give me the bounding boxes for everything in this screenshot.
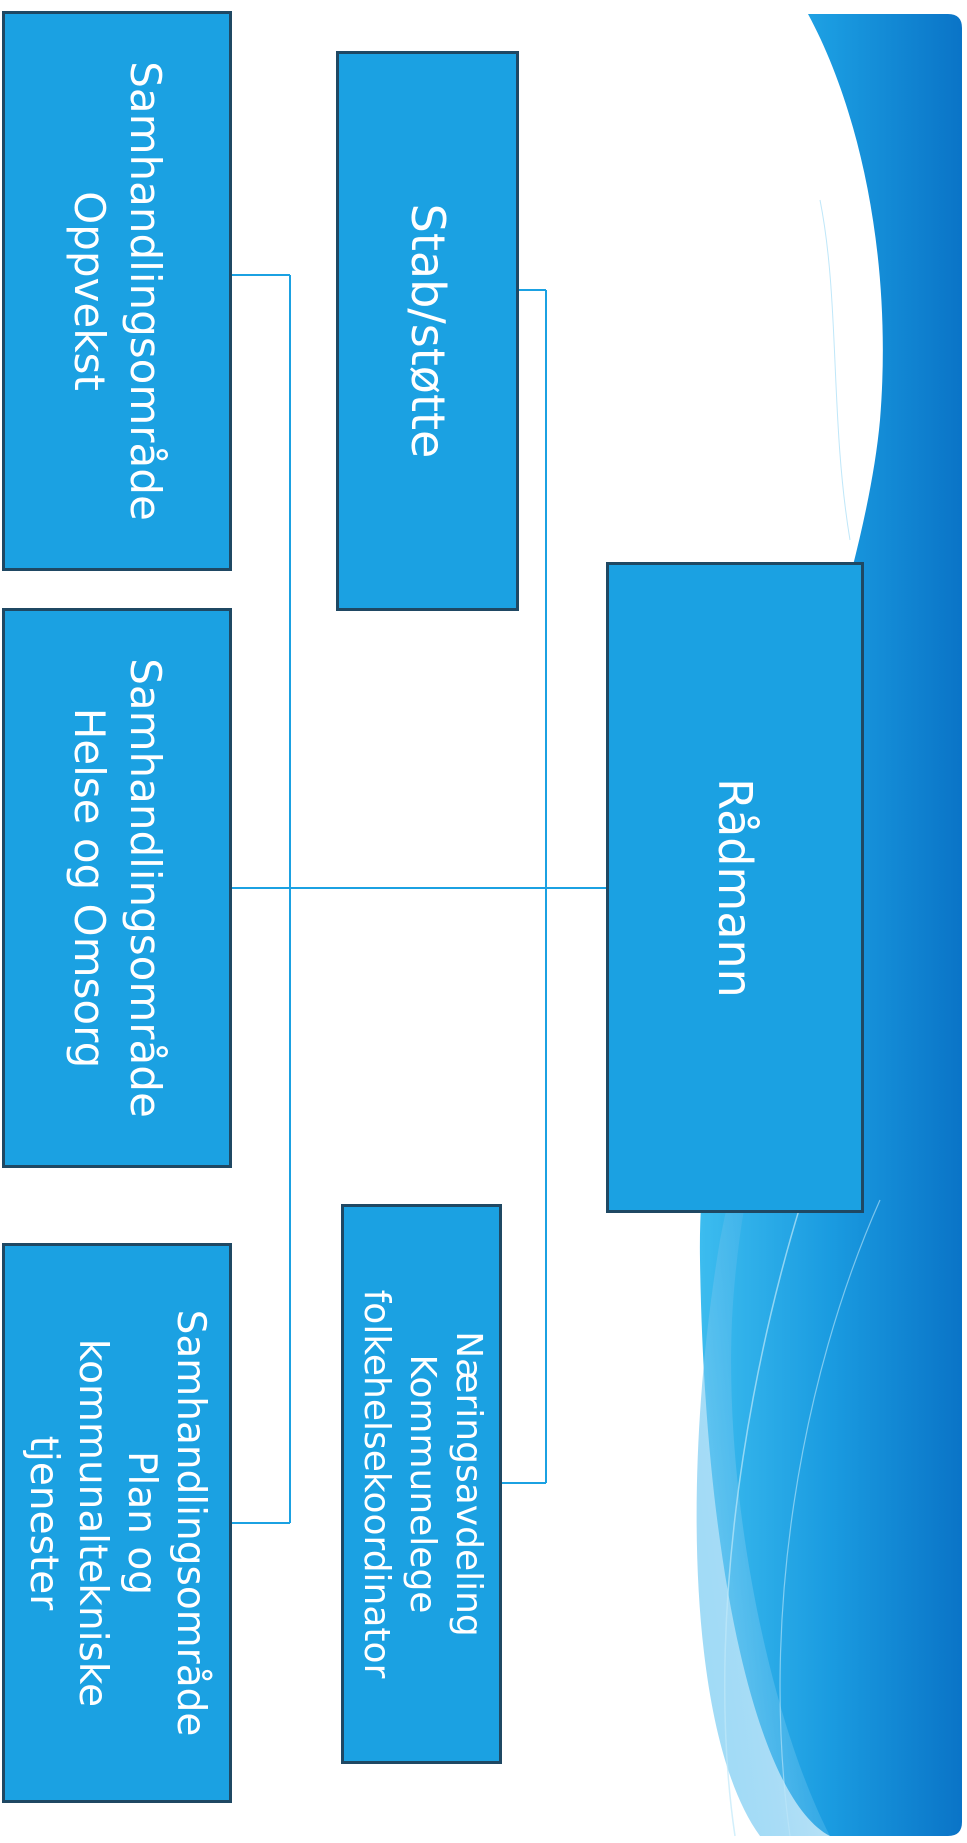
wave-line-2 [779,1199,881,1837]
box-oppvekst-text: Samhandlingsområde Oppvekst [61,61,173,521]
box-oppvekst-line-2: Oppvekst [65,191,114,391]
box-naeringsavdeling-line-3: folkehelsekoordinator [355,1289,397,1679]
box-radmann-text: Rådmann [706,778,764,998]
box-naeringsavdeling-line-1: Næringsavdeling [447,1331,489,1637]
box-plan-kommunalteknisk: Samhandlingsområde Plan og kommunaltekni… [2,1243,232,1803]
box-radmann: Rådmann [606,562,864,1213]
box-oppvekst-line-1: Samhandlingsområde [121,61,170,521]
box-plan-line-3: kommunaltekniske [70,1338,115,1708]
wave-highlight [696,880,830,1836]
box-plan-line-2: Plan og [119,1451,164,1595]
box-plan-line-1: Samhandlingsområde [168,1309,213,1737]
box-naeringsavdeling: Næringsavdeling Kommunelege folkehelseko… [341,1204,502,1764]
wave-line-3 [819,199,851,541]
box-oppvekst: Samhandlingsområde Oppvekst [2,11,232,571]
box-naeringsavdeling-line-2: Kommunelege [401,1354,443,1614]
box-helse-omsorg-line-2: Helse og Omsorg [65,707,114,1069]
box-helse-omsorg: Samhandlingsområde Helse og Omsorg [2,608,232,1168]
box-plan-kommunalteknisk-text: Samhandlingsområde Plan og kommunaltekni… [19,1310,215,1737]
box-stab-stotte: Stab/støtte [336,51,519,611]
box-stab-stotte-line-1: Stab/støtte [400,203,455,459]
box-stab-stotte-text: Stab/støtte [399,204,457,459]
box-helse-omsorg-line-1: Samhandlingsområde [121,658,170,1118]
box-naeringsavdeling-text: Næringsavdeling Kommunelege folkehelseko… [353,1290,491,1679]
box-helse-omsorg-text: Samhandlingsområde Helse og Omsorg [61,658,173,1118]
box-radmann-line-1: Rådmann [708,777,762,998]
box-plan-line-4: tjenester [21,1435,66,1611]
